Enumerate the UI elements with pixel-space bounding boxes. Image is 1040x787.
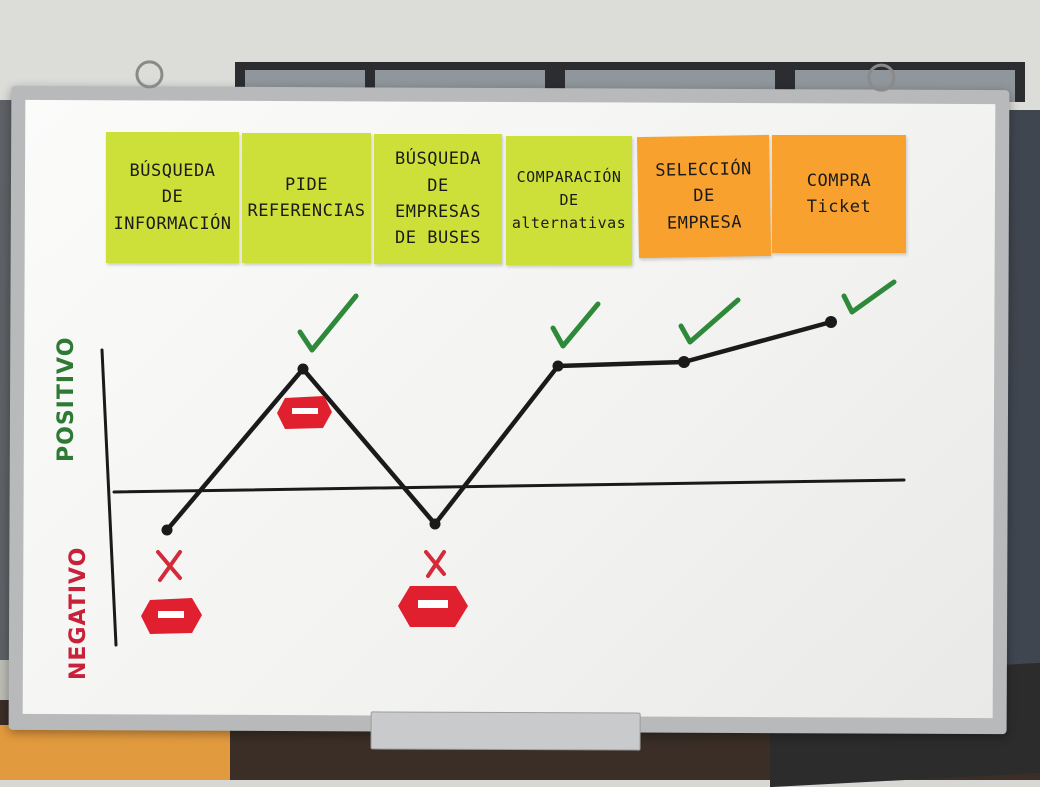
journey-line [164,319,834,533]
journey-point [825,316,837,328]
journey-point [429,518,441,530]
sticky-note-pide-referencias: PIDE REFERENCIAS [242,133,371,263]
journey-point [161,524,173,536]
check-mark-icon [550,301,601,349]
horizontal-axis [112,478,906,494]
vertical-axis [100,348,118,647]
cross-mark-icon [156,550,182,582]
check-mark-icon [678,297,741,345]
journey-point [297,363,309,375]
sticky-note-busqueda-empresas: BÚSQUEDA DE EMPRESAS DE BUSES [374,134,502,264]
background-orange-book [0,725,230,780]
sticky-note-compra-ticket: COMPRA Ticket [772,135,906,253]
cross-mark-icon [424,550,446,578]
journey-point [552,360,564,372]
check-mark-icon [841,279,897,315]
check-mark-icon [297,293,359,353]
sticky-note-comparacion: COMPARACIÓN DE alternativas [506,136,632,265]
no-entry-icon [141,598,202,634]
journey-point [678,356,690,368]
no-entry-icon [277,396,332,429]
sticky-note-busqueda-informacion: BÚSQUEDA DE INFORMACIÓN [106,132,239,263]
no-entry-icon [398,586,468,627]
